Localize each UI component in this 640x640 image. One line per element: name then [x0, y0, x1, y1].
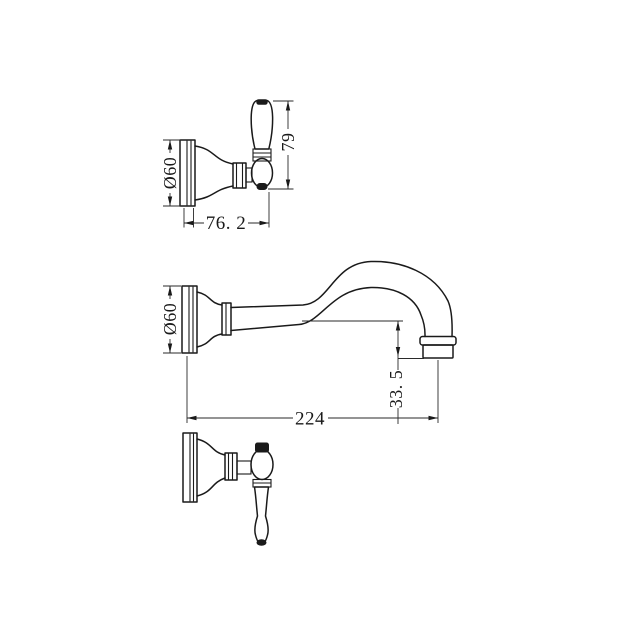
dim-label: Ø60	[160, 303, 180, 336]
spout-tube-inner	[230, 286, 426, 338]
dim-arrowhead	[167, 286, 173, 296]
dim-label: 79	[278, 133, 298, 152]
dim-arrowhead	[395, 321, 401, 331]
escutcheon-bell-bottom	[196, 477, 226, 497]
hub-end-cap	[256, 183, 268, 190]
dim-arrowhead	[167, 196, 173, 206]
spout-outlet	[422, 344, 454, 359]
dim-spout-diameter: Ø60	[160, 285, 181, 354]
valve-neck	[236, 460, 252, 475]
dim-arrowhead	[184, 220, 194, 226]
dim-handle-height: 79	[268, 100, 298, 190]
escutcheon-bell-bottom	[194, 185, 234, 201]
dim-handle-diameter: Ø60	[160, 139, 181, 207]
handle-hub	[250, 448, 274, 481]
dim-spout-drop: 33. 5	[302, 320, 424, 424]
dim-label: 76. 2	[206, 213, 247, 234]
dim-arrowhead	[285, 101, 291, 111]
wall-plate	[181, 285, 198, 354]
wall-plate	[179, 139, 196, 207]
escutcheon-bell-top	[194, 145, 234, 165]
spout-tube-outer	[230, 260, 453, 338]
collar-ring	[224, 452, 238, 481]
dim-arrowhead	[285, 179, 291, 189]
escutcheon-bell-bottom	[196, 333, 223, 348]
dim-label: Ø60	[160, 157, 180, 190]
lever-tip-cap	[256, 99, 268, 105]
dim-arrowhead	[167, 343, 173, 353]
dim-arrowhead	[395, 347, 401, 357]
dim-handle-width: 76. 2	[183, 192, 270, 234]
handle-top-side-view	[179, 99, 274, 207]
hub-top-cap	[255, 442, 269, 453]
spout-side-view	[181, 260, 457, 359]
dim-arrowhead	[259, 220, 269, 226]
dim-arrowhead	[428, 415, 438, 421]
escutcheon-bell-top	[196, 438, 226, 456]
lever-body	[250, 99, 274, 150]
collar-ring	[232, 162, 247, 189]
wall-plate	[182, 432, 198, 503]
escutcheon-bell-top	[196, 291, 223, 306]
dim-label: 224	[295, 409, 325, 430]
dim-arrowhead	[167, 140, 173, 150]
dim-arrowhead	[187, 415, 197, 421]
lever-tip-cap	[256, 539, 267, 546]
spout-aerator-ring	[419, 335, 457, 346]
handle-bottom-view	[182, 432, 274, 546]
dim-spout-length: 224	[186, 356, 439, 430]
lever-body	[253, 486, 270, 546]
dim-label: 33. 5	[386, 370, 406, 409]
